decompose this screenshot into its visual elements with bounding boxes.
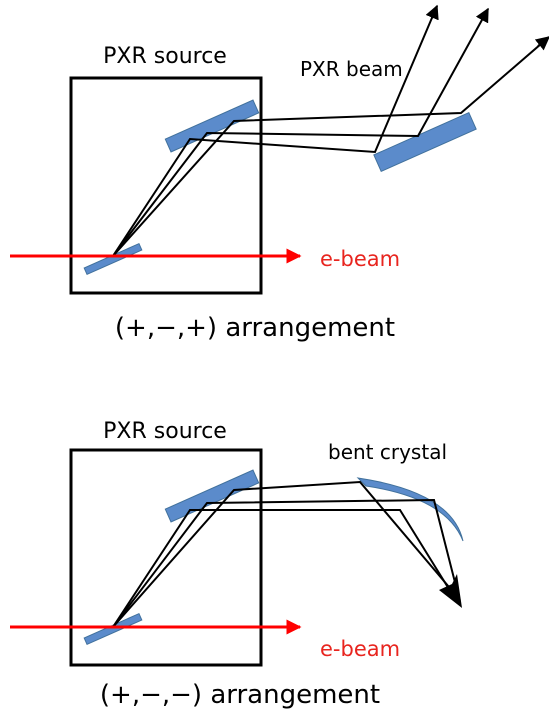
panel-plus-minus-plus: PXR source PXR beam e-beam (+,−,+) arran… <box>10 4 549 343</box>
ray-path-2 <box>112 498 461 628</box>
pxr-source-box <box>69 448 263 667</box>
arrangement-caption: (+,−,+) arrangement <box>115 313 395 343</box>
third-crystal <box>373 111 477 173</box>
pxr-source-label: PXR source <box>103 44 227 69</box>
ray-path-2 <box>112 8 489 257</box>
ray-path-3 <box>112 36 549 257</box>
ray-path-3 <box>112 480 461 628</box>
arrangement-caption: (+,−,−) arrangement <box>100 680 380 710</box>
arrow-1 <box>425 4 439 21</box>
focus-arrowhead <box>439 574 462 608</box>
bent-crystal <box>356 477 464 542</box>
first-crystal <box>83 242 143 276</box>
pxr-source-box <box>69 76 263 295</box>
ray-path-1 <box>112 5 438 257</box>
e-beam-label: e-beam <box>320 637 400 661</box>
arrow-2 <box>475 7 489 24</box>
e-beam-label: e-beam <box>320 247 400 271</box>
ray-lines <box>112 5 549 257</box>
arrow-3 <box>534 36 549 51</box>
bent-crystal-label: bent crystal <box>328 440 447 464</box>
ray-lines <box>112 480 461 628</box>
pxr-beam-arrows <box>425 4 549 51</box>
panel-plus-minus-minus: PXR source bent crystal e-beam (+,−,−) a… <box>10 419 464 710</box>
ray-path-1 <box>112 509 458 628</box>
pxr-beam-label: PXR beam <box>300 57 403 81</box>
pxr-source-label: PXR source <box>103 419 227 444</box>
first-crystal <box>83 612 143 646</box>
